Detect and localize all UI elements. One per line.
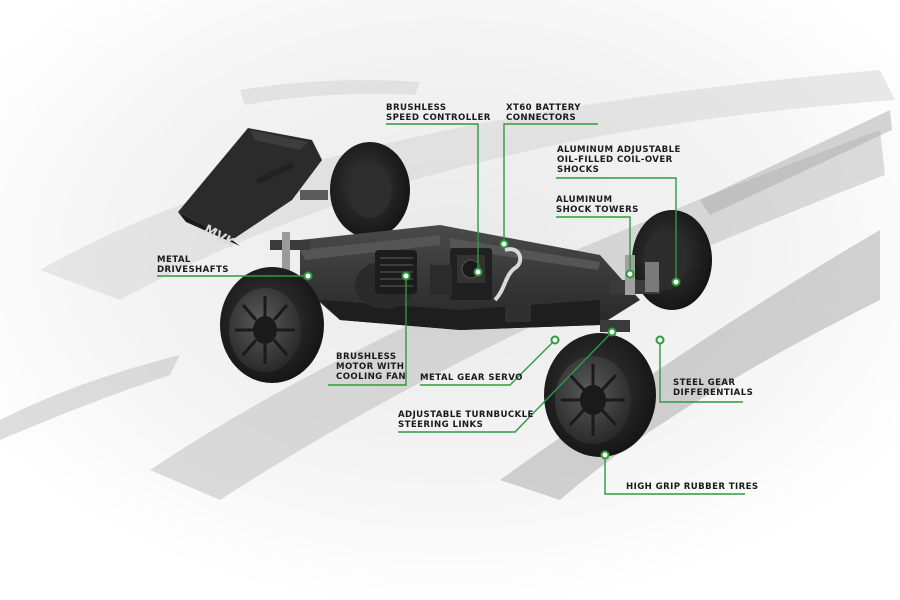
- callout-line: SPEED CONTROLLER: [386, 113, 491, 123]
- rc-buggy: MVK: [178, 128, 712, 457]
- callout-turnbuckle-steering-links: ADJUSTABLE TURNBUCKLE STEERING LINKS: [398, 410, 534, 430]
- tire-rear-right: [330, 142, 410, 238]
- callout-aluminum-shock-towers: ALUMINUM SHOCK TOWERS: [556, 195, 639, 215]
- callout-xt60-battery-connectors: XT60 BATTERY CONNECTORS: [506, 103, 581, 123]
- callout-brushless-motor: BRUSHLESS MOTOR WITH COOLING FAN: [336, 352, 406, 382]
- tire-front-right: [632, 210, 712, 310]
- callout-line: ADJUSTABLE TURNBUCKLE: [398, 410, 534, 420]
- leader-dots: [303, 239, 681, 460]
- callout-line: ALUMINUM ADJUSTABLE: [557, 145, 681, 155]
- callout-coil-over-shocks: ALUMINUM ADJUSTABLE OIL-FILLED COIL-OVER…: [557, 145, 681, 175]
- callout-line: COOLING FAN: [336, 372, 406, 382]
- callout-line: DRIVESHAFTS: [157, 265, 229, 275]
- speed-controller: [430, 248, 492, 300]
- callout-brushless-speed-controller: BRUSHLESS SPEED CONTROLLER: [386, 103, 491, 123]
- callout-line: OIL-FILLED COIL-OVER: [557, 155, 673, 165]
- leader-lines: [157, 123, 745, 495]
- callout-line: SHOCKS: [557, 165, 600, 175]
- callout-line: METAL: [157, 255, 191, 265]
- callout-line: STEERING LINKS: [398, 420, 484, 430]
- callout-line: HIGH GRIP RUBBER TIRES: [626, 482, 759, 492]
- callout-line: METAL GEAR SERVO: [420, 373, 523, 383]
- callout-line: DIFFERENTIALS: [673, 388, 754, 398]
- callout-line: BRUSHLESS: [386, 103, 447, 113]
- callout-line: MOTOR WITH: [336, 362, 405, 372]
- callout-line: XT60 BATTERY: [506, 103, 581, 113]
- tire-front-left: [544, 333, 656, 457]
- tire-rear-left: [220, 267, 324, 383]
- rear-suspension: [270, 190, 328, 272]
- battery-connector-wire: [493, 247, 523, 302]
- callout-line: CONNECTORS: [506, 113, 577, 123]
- callout-steel-gear-differentials: STEEL GEAR DIFFERENTIALS: [673, 378, 753, 398]
- callout-line: STEEL GEAR: [673, 378, 736, 388]
- callout-high-grip-rubber-tires: HIGH GRIP RUBBER TIRES: [626, 482, 759, 492]
- callout-line: SHOCK TOWERS: [556, 205, 639, 215]
- callout-metal-gear-servo: METAL GEAR SERVO: [420, 373, 523, 383]
- callout-line: BRUSHLESS: [336, 352, 397, 362]
- receiver-box: [505, 300, 531, 322]
- callout-metal-driveshafts: METAL DRIVESHAFTS: [157, 255, 229, 275]
- callout-line: ALUMINUM: [556, 195, 613, 205]
